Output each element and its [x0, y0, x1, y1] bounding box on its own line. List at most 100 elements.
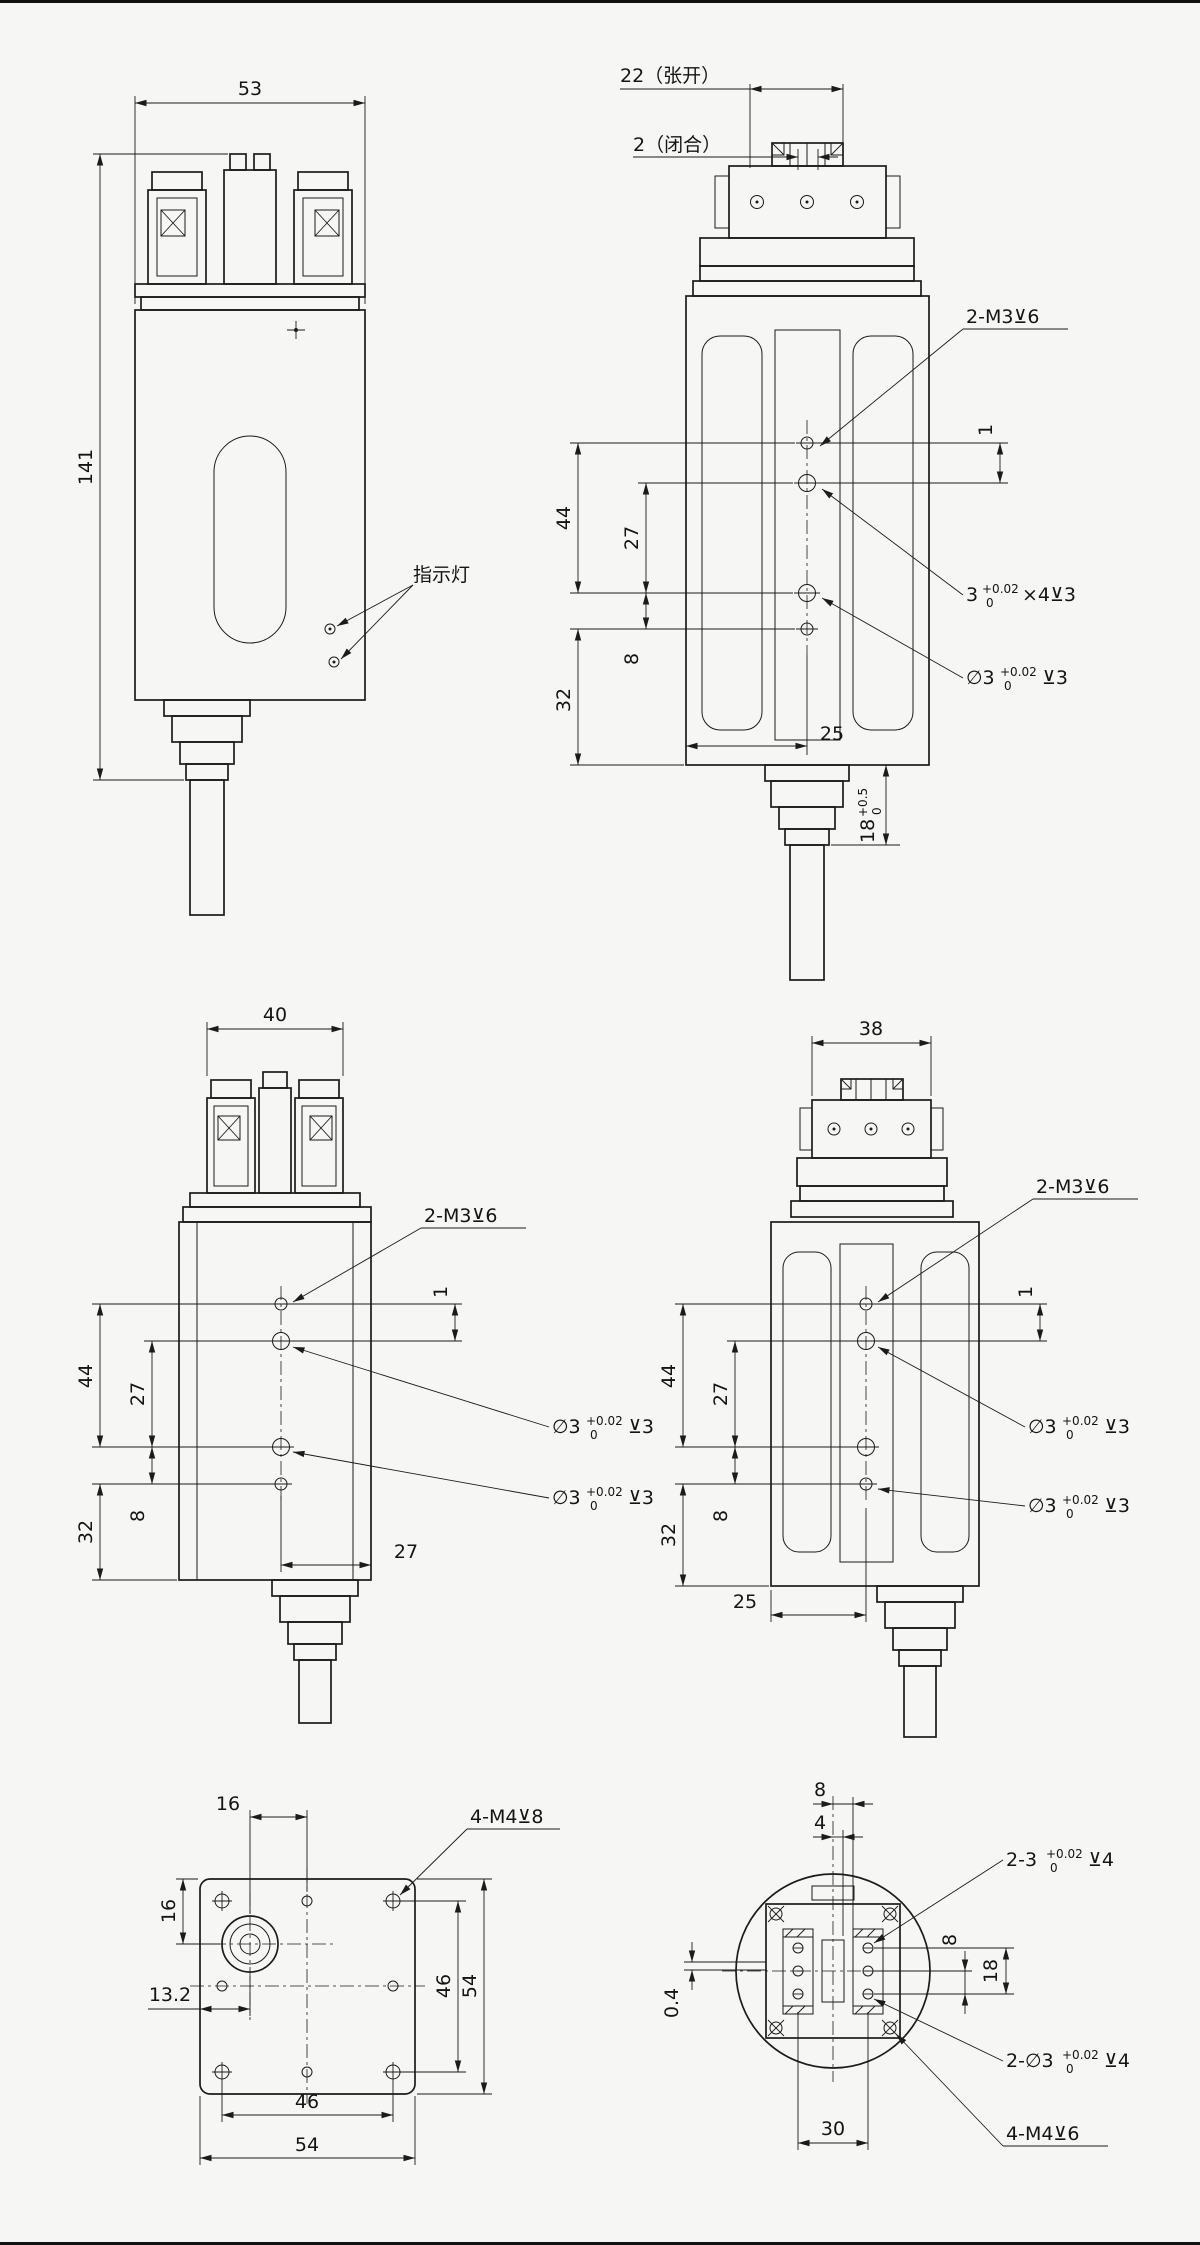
thread-note-m3: 2-M3⊻6: [1036, 1176, 1109, 1198]
sheet-top-border: [0, 0, 1200, 3]
svg-text:0: 0: [590, 1428, 598, 1442]
dim-open-22: 22（张开）: [620, 65, 720, 87]
front-view-dimensions: 53 141 指示灯: [75, 78, 470, 781]
svg-text:+0.02: +0.02: [1062, 2048, 1099, 2062]
svg-text:+0.02: +0.02: [1046, 1847, 1083, 1861]
dim-0-4: 0.4: [661, 1988, 683, 2018]
left-view-cable-gland: [271, 1579, 359, 1724]
right-view: 38 2-M3⊻6 1 44 27 8 32 ∅3 +0.02 0 ⊻3 ∅3 …: [658, 1018, 1138, 1738]
svg-text:18: 18: [857, 819, 879, 843]
svg-text:0: 0: [590, 1499, 598, 1513]
svg-text:⊻3: ⊻3: [628, 1487, 654, 1509]
svg-text:+0.02: +0.02: [1000, 665, 1037, 679]
dim-27: 27: [621, 526, 643, 550]
top-view: 16 16 4-M4⊻8 46 54 13.2 46 54: [148, 1793, 560, 2165]
dim-44: 44: [75, 1364, 97, 1388]
dim-44: 44: [658, 1364, 680, 1388]
sheet-bottom-border: [0, 2242, 1200, 2245]
dim-27-bottom: 27: [394, 1541, 418, 1563]
svg-text:+0.02: +0.02: [1062, 1414, 1099, 1428]
svg-text:0: 0: [986, 596, 994, 610]
terminal-blocks: [782, 1928, 884, 2015]
bottom-view-body: [722, 1796, 944, 2082]
dim-1: 1: [1015, 1286, 1037, 1298]
dim-18-tol: 18 +0.5 0: [856, 788, 884, 843]
side-view: 22（张开） 2（闭合） 2-M3⊻6 1 44 27 8 32: [553, 65, 1076, 981]
thread-note-m4x8: 4-M4⊻8: [470, 1806, 543, 1828]
svg-text:0: 0: [870, 807, 884, 815]
dim-46-bottom: 46: [295, 2091, 319, 2113]
svg-text:+0.02: +0.02: [982, 582, 1019, 596]
dowel-hole-note-2: ∅3 +0.02 0 ⊻3: [292, 1450, 654, 1513]
front-view-cable-gland: [163, 699, 251, 916]
svg-text:0: 0: [1066, 1507, 1074, 1521]
bottom-view: 8 4 2-3 +0.02 0 ⊻4 8 18 0.4 2-∅3 +0.02 0: [661, 1779, 1130, 2150]
left-view: 40 2-M3⊻6 1 44 27 8 32 ∅3 +0.02 0 ⊻3 ∅3 …: [75, 1004, 654, 1724]
svg-text:0: 0: [1050, 1861, 1058, 1875]
svg-text:∅3: ∅3: [1028, 1495, 1057, 1517]
dim-8-top: 8: [814, 1779, 826, 1801]
svg-text:⊻3: ⊻3: [1104, 1495, 1130, 1517]
svg-text:∅3: ∅3: [1028, 1416, 1057, 1438]
dim-width-53: 53: [238, 78, 262, 100]
svg-text:3: 3: [966, 584, 978, 606]
indicator-label: 指示灯: [413, 564, 470, 586]
front-view: 53 141 指示灯: [75, 78, 470, 916]
indicator-led-1: [324, 623, 336, 635]
svg-text:2-3: 2-3: [1006, 1849, 1037, 1871]
dim-44: 44: [553, 506, 575, 530]
side-view-body: [685, 265, 930, 766]
dim-8: 8: [710, 1510, 732, 1522]
left-view-gripper: [206, 1071, 344, 1194]
dim-height-141: 141: [75, 449, 97, 485]
svg-text:2-∅3: 2-∅3: [1006, 2050, 1054, 2072]
dim-16-horizontal: 16: [216, 1793, 240, 1815]
svg-text:×4⊻3: ×4⊻3: [1022, 584, 1076, 606]
dim-closed-2: 2（闭合）: [633, 134, 721, 156]
svg-text:∅3: ∅3: [552, 1416, 581, 1438]
right-view-body: [770, 1185, 980, 1587]
dim-13-2: 13.2: [149, 1984, 191, 2006]
svg-text:+0.02: +0.02: [586, 1485, 623, 1499]
dowel-hole-note-1: ∅3 +0.02 0 ⊻3: [292, 1346, 654, 1442]
svg-text:∅3: ∅3: [966, 667, 995, 689]
dim-25: 25: [733, 1591, 757, 1613]
dim-32: 32: [75, 1520, 97, 1544]
thread-note-m3: 2-M3⊻6: [966, 306, 1039, 328]
svg-text:+0.5: +0.5: [856, 788, 870, 817]
cable-gland-circle: [221, 1915, 279, 1973]
top-view-body: [190, 1869, 425, 2104]
svg-text:⊻3: ⊻3: [1042, 667, 1068, 689]
right-view-dimensions: 38 2-M3⊻6 1 44 27 8 32 ∅3 +0.02 0 ⊻3 ∅3 …: [658, 1018, 1138, 1622]
side-view-gripper: [699, 142, 915, 267]
dim-1: 1: [975, 424, 997, 436]
mounting-holes: [212, 1891, 403, 2082]
dim-1: 1: [430, 1286, 452, 1298]
side-view-cable-gland: [764, 764, 850, 981]
front-view-body: [134, 283, 366, 701]
dim-32: 32: [658, 1523, 680, 1547]
dim-width-38: 38: [859, 1018, 883, 1040]
slot-note: 3 +0.02 0 ×4⊻3: [821, 488, 1076, 610]
dim-54-bottom: 54: [295, 2134, 319, 2156]
dim-25: 25: [820, 723, 844, 745]
svg-text:⊻4: ⊻4: [1104, 2050, 1130, 2072]
dim-32: 32: [553, 688, 575, 712]
side-view-dimensions: 22（张开） 2（闭合） 2-M3⊻6 1 44 27 8 32: [553, 65, 1076, 846]
dim-16-vertical: 16: [158, 1899, 180, 1923]
svg-text:0: 0: [1004, 679, 1012, 693]
left-view-dimensions: 40 2-M3⊻6 1 44 27 8 32 ∅3 +0.02 0 ⊻3 ∅3 …: [75, 1004, 654, 1581]
bottom-view-dimensions: 8 4 2-3 +0.02 0 ⊻4 8 18 0.4 2-∅3 +0.02 0: [661, 1779, 1130, 2150]
svg-text:+0.02: +0.02: [1062, 1493, 1099, 1507]
svg-text:+0.02: +0.02: [586, 1414, 623, 1428]
dim-27: 27: [710, 1382, 732, 1406]
dowel-hole-note: ∅3 +0.02 0 ⊻3: [821, 597, 1068, 693]
dim-54-right: 54: [459, 1974, 481, 1998]
dim-8: 8: [127, 1510, 149, 1522]
slot-note-2-3: 2-3 +0.02 0 ⊻4: [873, 1847, 1114, 1944]
svg-text:⊻3: ⊻3: [628, 1416, 654, 1438]
right-view-gripper: [796, 1078, 948, 1187]
svg-text:0: 0: [1066, 1428, 1074, 1442]
svg-text:0: 0: [1066, 2062, 1074, 2076]
